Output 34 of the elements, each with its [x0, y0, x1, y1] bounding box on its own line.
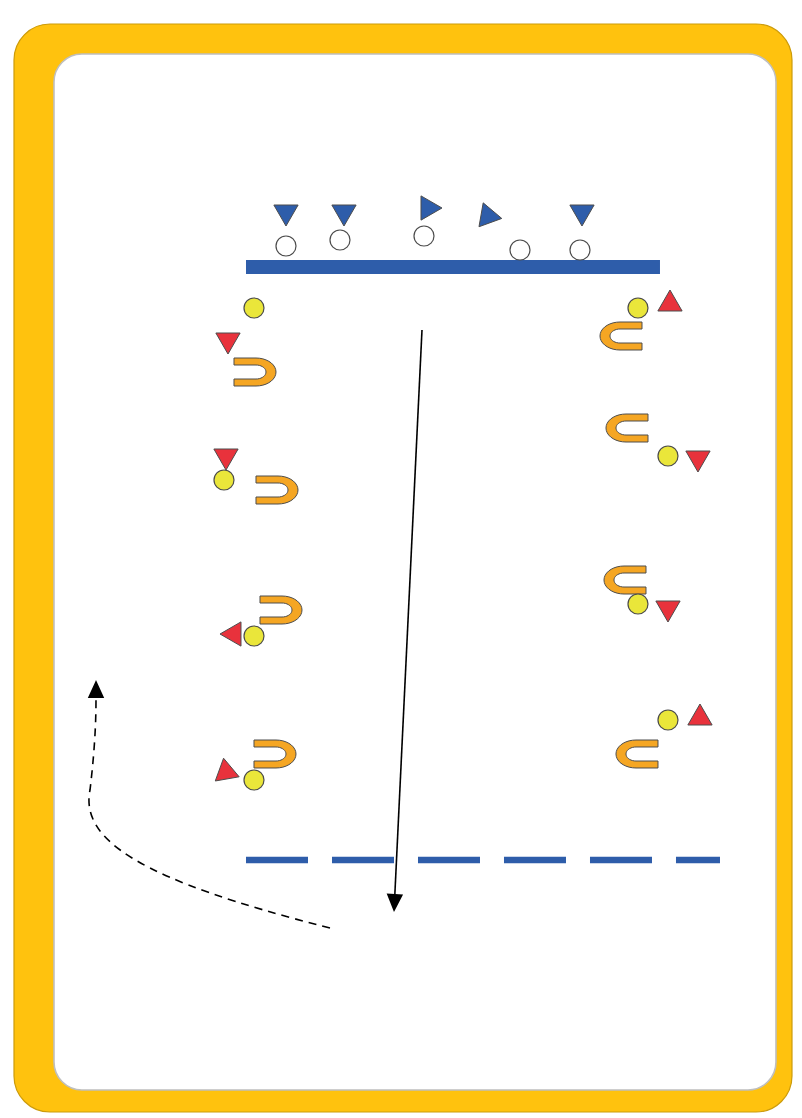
ball-marker [243, 297, 265, 319]
ball-marker [413, 225, 435, 247]
ball-marker [509, 239, 531, 261]
cone-marker [213, 448, 239, 471]
player-marker [615, 739, 659, 769]
player-marker [253, 739, 297, 769]
player-marker [233, 357, 277, 387]
cone-marker [657, 289, 683, 312]
player-marker [599, 321, 643, 351]
cone-marker [478, 202, 503, 228]
ball-marker [243, 769, 265, 791]
cone-marker [685, 450, 711, 473]
player-marker [259, 595, 303, 625]
cone-marker [420, 195, 443, 221]
ball-marker [657, 709, 679, 731]
player-marker [603, 565, 647, 595]
ball-marker [657, 445, 679, 467]
cone-marker [219, 621, 242, 647]
cone-marker [687, 703, 713, 726]
player-marker [255, 475, 299, 505]
ball-marker [627, 297, 649, 319]
ball-marker [569, 239, 591, 261]
cone-marker [655, 600, 681, 623]
ball-marker [627, 593, 649, 615]
ball-marker [329, 229, 351, 251]
player-marker [605, 413, 649, 443]
cone-marker [569, 204, 595, 227]
ball-marker [213, 469, 235, 491]
cone-marker [215, 332, 241, 355]
cone-marker [273, 204, 299, 227]
cone-marker [214, 757, 240, 782]
cone-marker [331, 204, 357, 227]
ball-marker [243, 625, 265, 647]
ball-marker [275, 235, 297, 257]
